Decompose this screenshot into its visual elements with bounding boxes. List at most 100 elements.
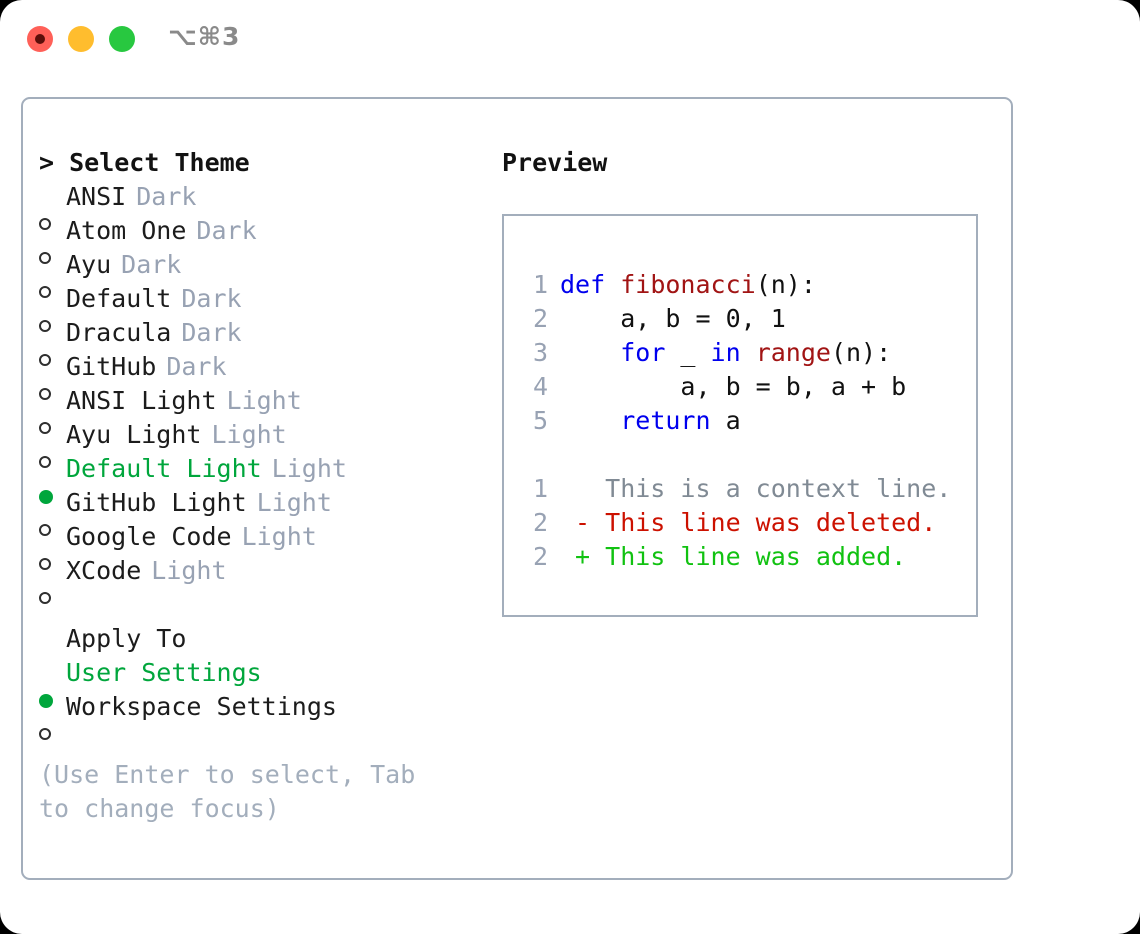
keyboard-shortcut-label: ⌥⌘3 [168,22,241,51]
code-token [560,338,620,367]
radio-dot [39,694,53,708]
code-token: - This line was deleted. [560,508,937,537]
close-window-button[interactable] [27,26,53,52]
theme-item-5[interactable]: GitHub Dark [39,350,509,400]
apply-to-heading: Apply To [66,624,187,653]
minimize-window-button[interactable] [68,26,94,52]
code-token: range [755,338,831,367]
theme-item-4[interactable]: Dracula Dark [39,316,509,366]
list-item-kind-badge: Dark [196,216,257,245]
diff-line: 2 + This line was added. [518,540,951,574]
code-token: + This line was added. [560,542,907,571]
apply-to-item-1[interactable]: Workspace Settings [39,690,509,740]
line-number: 5 [532,406,548,435]
radio-dot [39,252,51,264]
code-token: fibonacci [620,270,756,299]
list-item-kind-badge: Light [211,420,287,449]
code-token [560,406,620,435]
code-token: a, b = b, a + b [560,372,907,401]
radio-dot [39,490,53,504]
code-line: 3 for _ in range(n): [518,336,951,370]
list-item-label: XCode [66,556,142,585]
code-line-content: This is a context line. [560,472,951,506]
line-number: 3 [532,338,548,367]
radio-dot [39,728,51,740]
list-item-label: Atom One [66,216,187,245]
traffic-lights [27,26,135,52]
list-item-kind-badge: Light [226,386,302,415]
diff-line: 1 This is a context line. [518,472,951,506]
theme-item-11[interactable]: XCode Light [39,554,509,604]
list-item-label: Dracula [66,318,172,347]
list-item-label: GitHub [66,352,157,381]
radio-dot [39,388,51,400]
code-token: (n): [830,338,892,367]
code-token: This is a context line. [560,474,952,503]
list-item-label: Default [66,284,172,313]
line-number: 2 [532,542,548,571]
theme-item-1[interactable]: Atom One Dark [39,214,509,264]
list-item-kind-badge: Light [241,522,317,551]
radio-dot [39,456,51,468]
code-line-content: for _ in range(n): [560,336,891,370]
code-token: return [620,406,711,435]
radio-dot [39,218,51,230]
theme-item-10[interactable]: Google Code Light [39,520,509,570]
code-token: in [710,338,756,367]
apply-to-item-0[interactable]: User Settings [39,656,509,708]
list-item-kind-badge: Light [151,556,227,585]
code-line-content: return a [560,404,741,438]
radio-dot [39,592,51,604]
list-item-label: Workspace Settings [66,692,337,721]
code-line: 2 a, b = 0, 1 [518,302,951,336]
list-item-kind-badge: Dark [136,182,197,211]
radio-dot [39,320,51,332]
code-gap [518,438,951,472]
list-item-kind-badge: Dark [181,284,242,313]
list-item-label: User Settings [66,658,262,687]
radio-dot [39,286,51,298]
list-item-label: Google Code [66,522,232,551]
code-token: _ [665,338,711,367]
line-number: 4 [532,372,548,401]
theme-item-2[interactable]: Ayu Dark [39,248,509,298]
list-item-label: ANSI Light [66,386,217,415]
code-token: a [710,406,741,435]
list-item-label: GitHub Light [66,488,247,517]
list-item-label: Ayu [66,250,112,279]
list-item-label: ANSI [66,182,127,211]
theme-item-6[interactable]: ANSI Light Light [39,384,509,434]
code-line: 5 return a [518,404,951,438]
code-line-content: a, b = 0, 1 [560,302,786,336]
line-number: 2 [532,508,548,537]
theme-item-9[interactable]: GitHub Light Light [39,486,509,536]
line-number: 2 [532,304,548,333]
zoom-window-button[interactable] [109,26,135,52]
theme-item-0[interactable]: ANSI Dark [39,180,509,230]
radio-dot [39,558,51,570]
code-token: def [560,270,621,299]
preview-heading: Preview [502,148,608,177]
list-item-kind-badge: Dark [181,318,242,347]
list-item-kind-badge: Dark [166,352,227,381]
code-token: for [620,338,666,367]
radio-dot [39,422,51,434]
list-item-kind-badge: Dark [121,250,182,279]
list-item-kind-badge: Light [256,488,332,517]
code-line-content: def fibonacci(n): [560,268,816,302]
list-item-label: Default Light [66,454,262,483]
line-number: 1 [532,474,548,503]
code-line: 4 a, b = b, a + b [518,370,951,404]
keyboard-hint-text: (Use Enter to select, Tab to change focu… [39,760,431,823]
theme-item-3[interactable]: Default Dark [39,282,509,332]
diff-line: 2 - This line was deleted. [518,506,951,540]
